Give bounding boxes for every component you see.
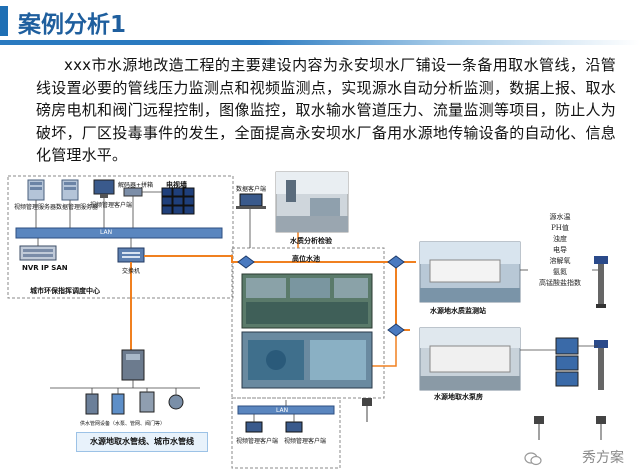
sensor-icon xyxy=(594,256,608,308)
fiber-link-main xyxy=(144,255,396,263)
param-item: 高锰酸盐指数 xyxy=(539,279,581,287)
lab-caption: 水质分析检验 xyxy=(290,237,332,245)
data-client-label: 数据客户端 xyxy=(236,186,267,193)
field-instrument-icon xyxy=(85,391,184,415)
server-icon xyxy=(27,179,79,201)
pump-caption: 水源地取水泵房 xyxy=(434,393,483,401)
station-caption: 水源地水质监测站 xyxy=(430,307,486,315)
lan-bar-top xyxy=(15,227,223,239)
system-architecture-diagram: 视频管理服务器 数据管理服务器 视频管理客户端 解码器+拼箱 电视墙 LAN N… xyxy=(0,170,640,475)
decoder-label: 解码器+拼箱 xyxy=(118,182,154,189)
meter-icon xyxy=(555,337,579,387)
command-center-region xyxy=(7,175,234,299)
pipeline-banner: 水源地取水管线、城市水管线 xyxy=(76,432,208,452)
cabinet-icon xyxy=(121,349,145,381)
switch-label: 交换机 xyxy=(122,268,141,275)
water-tank-photo xyxy=(241,273,373,329)
video-server-label: 视频管理服务器 xyxy=(14,204,57,211)
decoder-icon xyxy=(123,187,143,197)
high-water-label: 高位水池 xyxy=(292,255,320,263)
video-client-lower-label-1: 视频管理客户端 xyxy=(236,438,279,445)
switch-icon xyxy=(117,247,145,263)
tv-wall-icon xyxy=(161,187,195,215)
camera-icon xyxy=(362,398,606,440)
pump-house-photo xyxy=(419,327,521,391)
pump-room-photo xyxy=(241,331,373,389)
laptop-icon xyxy=(236,193,266,209)
page-title: 案例分析1 xyxy=(18,12,127,38)
title-accent-bar xyxy=(0,6,8,36)
param-item: PH值 xyxy=(551,224,569,232)
nvr-storage-icon xyxy=(19,245,57,261)
sensor-icon-2 xyxy=(594,340,608,390)
video-client-lower-label-2: 视频管理客户端 xyxy=(284,438,327,445)
wechat-icon xyxy=(524,452,542,466)
water-quality-param-list: 源水温 PH值 浊度 电导 溶解氧 氨氮 高锰酸盐指数 xyxy=(528,212,592,289)
command-center-label: 城市环保指挥调度中心 xyxy=(30,287,100,295)
diagram-canvas xyxy=(7,171,608,469)
data-server-label: 数据管理服务器 xyxy=(56,204,99,211)
param-item: 溶解氧 xyxy=(549,257,571,265)
network-node-icon xyxy=(237,255,405,337)
lan-top-label: LAN xyxy=(100,229,113,236)
nvr-label: NVR IP SAN xyxy=(22,264,68,272)
lower-lan-region xyxy=(231,397,341,469)
watermark-text: 秀方案 xyxy=(582,450,624,466)
monitoring-station-photo xyxy=(419,241,521,303)
tv-wall-label: 电视墙 xyxy=(166,181,187,189)
title-band: 案例分析1 xyxy=(0,0,640,46)
lab-photo xyxy=(275,171,349,233)
param-item: 源水温 xyxy=(549,213,571,221)
monitor-icon xyxy=(93,179,115,198)
monitor-icon-lower xyxy=(245,421,303,433)
param-item: 氨氮 xyxy=(553,268,567,276)
title-underline xyxy=(0,40,640,45)
param-item: 浊度 xyxy=(553,235,567,243)
field-devices-note: 供水管网设备（水泵、管网、阀门等） xyxy=(80,421,166,427)
description-paragraph: xxx市水源地改造工程的主要建设内容为永安坝水厂铺设一条备用取水管线，沿管线设置… xyxy=(36,56,616,164)
param-item: 电导 xyxy=(553,246,567,254)
lan-bottom-label: LAN xyxy=(276,407,289,414)
video-client-label: 视频管理客户端 xyxy=(90,202,133,209)
fiber-link-pump xyxy=(395,262,410,331)
